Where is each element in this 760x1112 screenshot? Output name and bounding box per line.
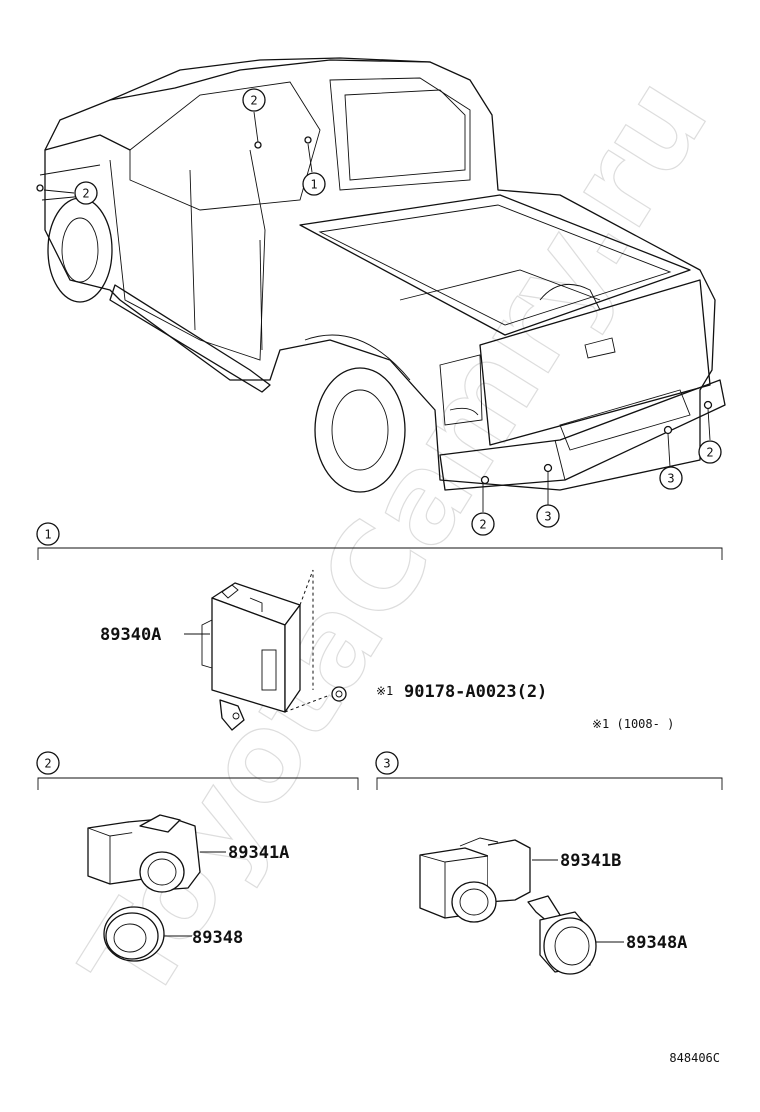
section-2-number: 2 xyxy=(44,757,51,771)
svg-text:2: 2 xyxy=(479,518,486,532)
truck-callout-rear-right: 2 xyxy=(698,440,722,464)
section-1: 1 89340A ※1 90178-A0023(2) ※1 (1008- ) xyxy=(36,522,723,731)
part-number-89341B: 89341B xyxy=(560,851,621,871)
sensor-retainer-89348 xyxy=(103,906,165,962)
part-number-90178-A0023: 90178-A0023(2) xyxy=(404,682,547,702)
svg-text:3: 3 xyxy=(544,510,551,524)
section-2-divider xyxy=(37,777,359,790)
section-1-badge xyxy=(36,522,60,546)
ultrasonic-sensor-89341A xyxy=(87,814,201,893)
truck-callout-computer: 1 xyxy=(302,172,326,196)
svg-text:2: 2 xyxy=(250,94,257,108)
section-3: 3 89341B 89348A xyxy=(375,751,723,975)
part-number-89340A: 89340A xyxy=(100,625,161,645)
part-number-89341A: 89341A xyxy=(228,843,289,863)
section-3-number: 3 xyxy=(383,757,390,771)
section-3-badge xyxy=(375,751,399,775)
bolt-note-mark: ※1 xyxy=(376,684,393,698)
ultrasonic-sensor-89341B xyxy=(419,837,531,923)
section-1-divider xyxy=(37,547,723,560)
svg-text:3: 3 xyxy=(667,472,674,486)
footnote: ※1 (1008- ) xyxy=(592,717,674,731)
svg-text:1: 1 xyxy=(310,178,317,192)
section-3-divider xyxy=(376,777,723,790)
section-1-number: 1 xyxy=(44,528,51,542)
truck-callout-rear-left: 2 xyxy=(471,512,495,536)
part-number-89348: 89348 xyxy=(192,928,243,948)
svg-text:2: 2 xyxy=(706,446,713,460)
truck-callout-rear-center-right: 3 xyxy=(659,466,683,490)
truck-callout-rear-center-left: 3 xyxy=(536,504,560,528)
clearance-warning-computer xyxy=(201,569,331,731)
truck-callout-cab-upper: 2 xyxy=(242,88,266,112)
svg-text:2: 2 xyxy=(82,187,89,201)
truck-callout-front-left: 2 xyxy=(74,181,98,205)
illustration-code: 848406C xyxy=(669,1051,720,1065)
bolt xyxy=(331,686,347,702)
section-2-badge xyxy=(36,751,60,775)
part-number-89348A: 89348A xyxy=(626,933,687,953)
truck-illustration: 2 2 1 2 2 3 3 xyxy=(36,57,726,536)
sensor-retainer-89348A xyxy=(527,895,597,975)
section-2: 2 89341A 89348 xyxy=(36,751,359,962)
